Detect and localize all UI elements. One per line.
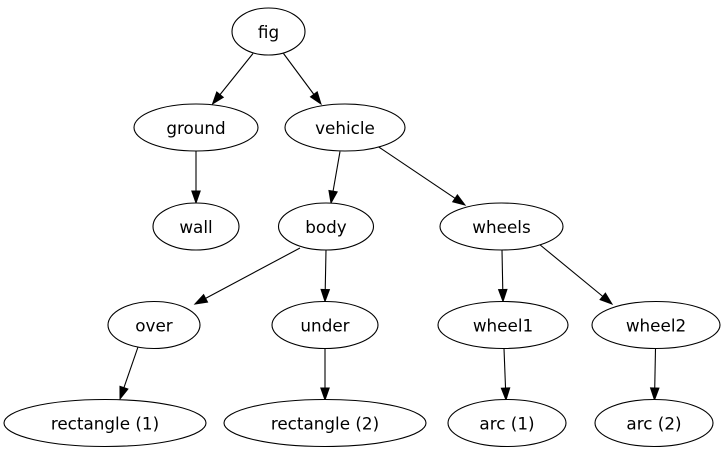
- edge-arrowhead: [191, 190, 201, 205]
- graph-node-arc1[interactable]: arc (1): [447, 398, 567, 448]
- node-label: arc (2): [626, 414, 681, 434]
- node-label: rectangle (2): [271, 414, 379, 434]
- graph-edge: [500, 348, 511, 402]
- node-ellipse[interactable]: [439, 202, 564, 251]
- node-ellipse[interactable]: [277, 202, 375, 251]
- node-ellipse[interactable]: [152, 202, 240, 251]
- node-ellipse[interactable]: [231, 7, 306, 56]
- graph-node-rectangle2[interactable]: rectangle (2): [223, 398, 427, 448]
- edge-line: [205, 247, 301, 299]
- node-label: under: [300, 316, 349, 336]
- node-label: wheel2: [626, 316, 686, 336]
- graph-edge: [328, 151, 341, 205]
- graph-edge: [497, 249, 508, 304]
- graph-edge: [191, 151, 201, 205]
- node-ellipse[interactable]: [447, 398, 567, 448]
- node-ellipse[interactable]: [133, 103, 259, 152]
- node-label: fig: [258, 22, 279, 42]
- graph-node-under[interactable]: under: [271, 300, 379, 350]
- node-ellipse[interactable]: [271, 300, 379, 350]
- edge-line: [219, 53, 254, 95]
- graph-edge: [538, 243, 614, 305]
- node-ellipse[interactable]: [437, 300, 569, 350]
- edge-line: [377, 146, 456, 199]
- edge-arrowhead: [328, 189, 338, 205]
- graph-edge: [193, 247, 301, 305]
- node-label: over: [135, 316, 173, 336]
- edge-line: [324, 249, 327, 290]
- graph-edge: [320, 249, 331, 304]
- node-ellipse[interactable]: [591, 300, 721, 350]
- node-ellipse[interactable]: [223, 398, 427, 448]
- node-label: vehicle: [315, 118, 375, 138]
- edge-arrowhead: [320, 387, 330, 402]
- nodes-layer: fig ground vehicle wall body wheels over under w…: [3, 7, 721, 448]
- graph-edge: [283, 53, 322, 106]
- edge-line: [123, 346, 139, 388]
- graph-edge: [649, 348, 660, 402]
- node-ellipse[interactable]: [594, 398, 714, 448]
- edge-line: [332, 151, 341, 192]
- edge-line: [654, 348, 657, 389]
- edge-arrowhead: [599, 292, 614, 305]
- edge-arrowhead: [211, 91, 225, 106]
- graph-edge: [377, 146, 467, 206]
- edge-arrowhead: [193, 293, 209, 305]
- edge-arrowhead: [497, 288, 508, 304]
- node-label: wall: [179, 217, 212, 237]
- edge-line: [503, 348, 507, 389]
- graph-node-arc2[interactable]: arc (2): [594, 398, 714, 448]
- node-ellipse[interactable]: [107, 300, 201, 350]
- node-label: ground: [166, 118, 225, 138]
- graph-edge: [211, 53, 254, 106]
- graph-node-fig[interactable]: fig: [231, 7, 306, 56]
- node-ellipse[interactable]: [3, 398, 207, 448]
- node-label: body: [305, 217, 347, 237]
- edge-line: [283, 53, 315, 95]
- graph-node-ground[interactable]: ground: [133, 103, 259, 152]
- edges-layer: [119, 53, 660, 402]
- edge-line: [501, 249, 504, 290]
- node-ellipse[interactable]: [284, 103, 406, 152]
- edge-arrowhead: [451, 193, 467, 206]
- edge-arrowhead: [500, 387, 511, 402]
- node-label: arc (1): [479, 414, 534, 434]
- graph-node-body[interactable]: body: [277, 202, 375, 251]
- graph-node-wheels[interactable]: wheels: [439, 202, 564, 251]
- graph-node-wheel1[interactable]: wheel1: [437, 300, 569, 350]
- edge-line: [538, 243, 604, 297]
- edge-arrowhead: [320, 288, 331, 304]
- graph-edge: [119, 346, 139, 401]
- edge-arrowhead: [649, 387, 660, 402]
- graph-node-rectangle1[interactable]: rectangle (1): [3, 398, 207, 448]
- edge-arrowhead: [309, 91, 322, 106]
- node-label: rectangle (1): [51, 414, 159, 434]
- graph-node-wall[interactable]: wall: [152, 202, 240, 251]
- edge-arrowhead: [119, 385, 129, 401]
- graph-node-wheel2[interactable]: wheel2: [591, 300, 721, 350]
- node-label: wheels: [472, 217, 530, 237]
- graph-node-over[interactable]: over: [107, 300, 201, 350]
- node-label: wheel1: [473, 316, 533, 336]
- graph-node-vehicle[interactable]: vehicle: [284, 103, 406, 152]
- graph-edge: [320, 348, 330, 402]
